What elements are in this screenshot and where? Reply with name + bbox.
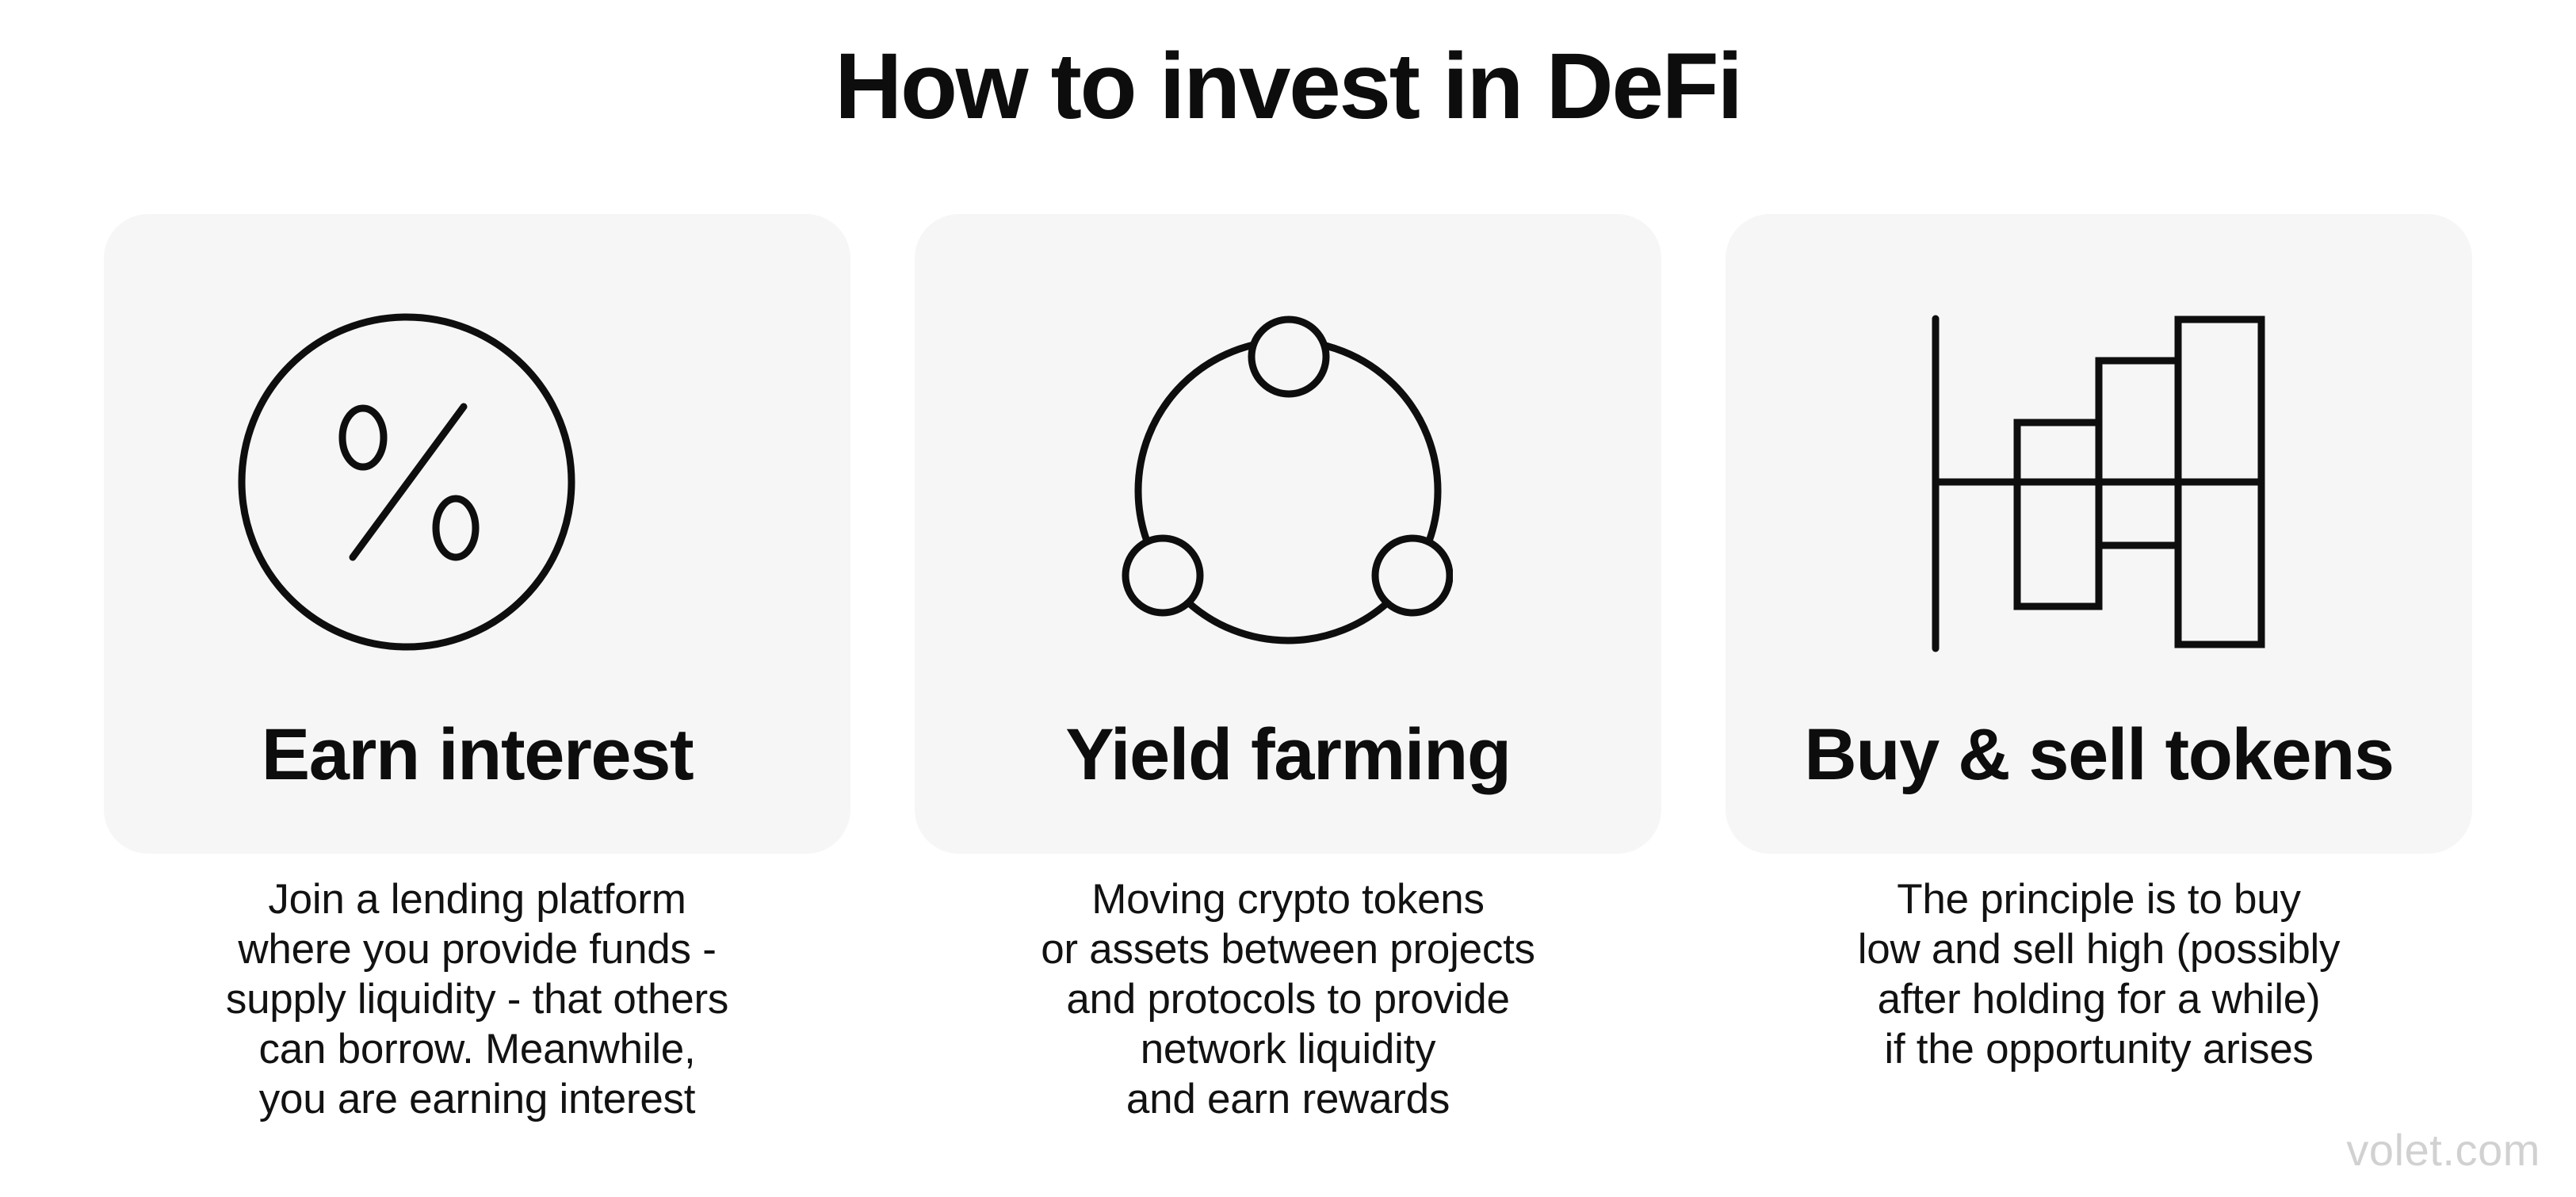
percent-circle-icon bbox=[234, 309, 579, 655]
card-description: Join a lending platform where you provid… bbox=[225, 876, 729, 1122]
card-heading: Earn interest bbox=[261, 713, 694, 795]
card-buy-sell-tokens: Buy & sell tokens bbox=[1726, 214, 2472, 854]
watermark: volet.com bbox=[2346, 1125, 2540, 1175]
card-heading: Yield farming bbox=[1065, 713, 1512, 795]
card-description: Moving crypto tokens or assets between p… bbox=[1041, 876, 1535, 1122]
bar-chart-icon bbox=[1932, 315, 2265, 652]
network-cycle-icon bbox=[1122, 315, 1453, 652]
card-earn-interest: Earn interest bbox=[104, 214, 850, 854]
card-yield-farming: Yield farming bbox=[915, 214, 1661, 854]
page-title: How to invest in DeFi bbox=[835, 34, 1743, 139]
card-description: The principle is to buy low and sell hig… bbox=[1857, 876, 2341, 1073]
card-heading: Buy & sell tokens bbox=[1804, 713, 2394, 795]
